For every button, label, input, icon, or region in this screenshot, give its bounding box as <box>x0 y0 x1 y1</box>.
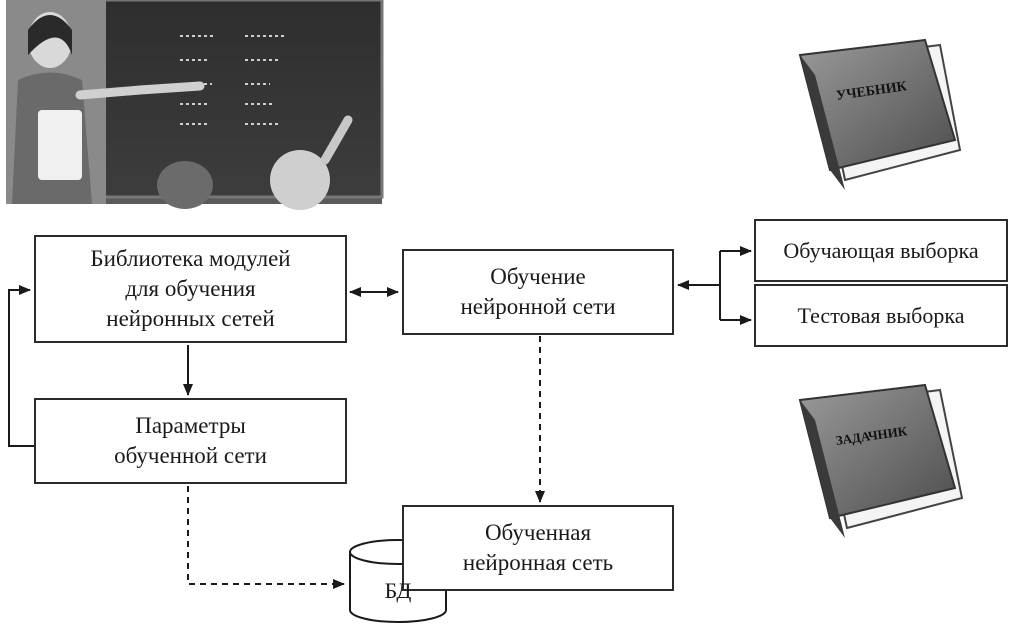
params-feedback-arrow <box>8 285 34 447</box>
trained-params-box: Параметры обученной сети <box>34 398 347 484</box>
student-head-icon <box>157 161 213 209</box>
test-set-box: Тестовая выборка <box>754 284 1008 347</box>
module-library-box: Библиотека модулей для обучения нейронны… <box>34 235 347 343</box>
trained-params-label: Параметры обученной сети <box>114 413 267 468</box>
student-head-icon <box>270 150 330 210</box>
trained-network-box: Обученная нейронная сеть <box>402 505 674 591</box>
textbook-icon: УЧЕБНИК <box>798 38 962 190</box>
test-set-label: Тестовая выборка <box>797 302 965 328</box>
trained-network-label: Обученная нейронная сеть <box>462 520 614 575</box>
module-library-label: Библиотека модулей для обучения нейронны… <box>90 246 291 331</box>
params-db-arrow <box>187 486 345 589</box>
training-set-label: Обучающая выборка <box>783 237 979 263</box>
network-training-box: Обучение нейронной сети <box>402 249 674 335</box>
chalk-writing-icon <box>180 35 285 125</box>
problem-book-icon: ЗАДАЧНИК <box>798 383 964 538</box>
database-label: БД <box>384 578 412 603</box>
training-set-box: Обучающая выборка <box>754 219 1008 282</box>
classroom-illustration <box>6 0 384 210</box>
teacher-figure-icon <box>6 0 205 204</box>
network-training-label: Обучение нейронной сети <box>460 264 616 319</box>
